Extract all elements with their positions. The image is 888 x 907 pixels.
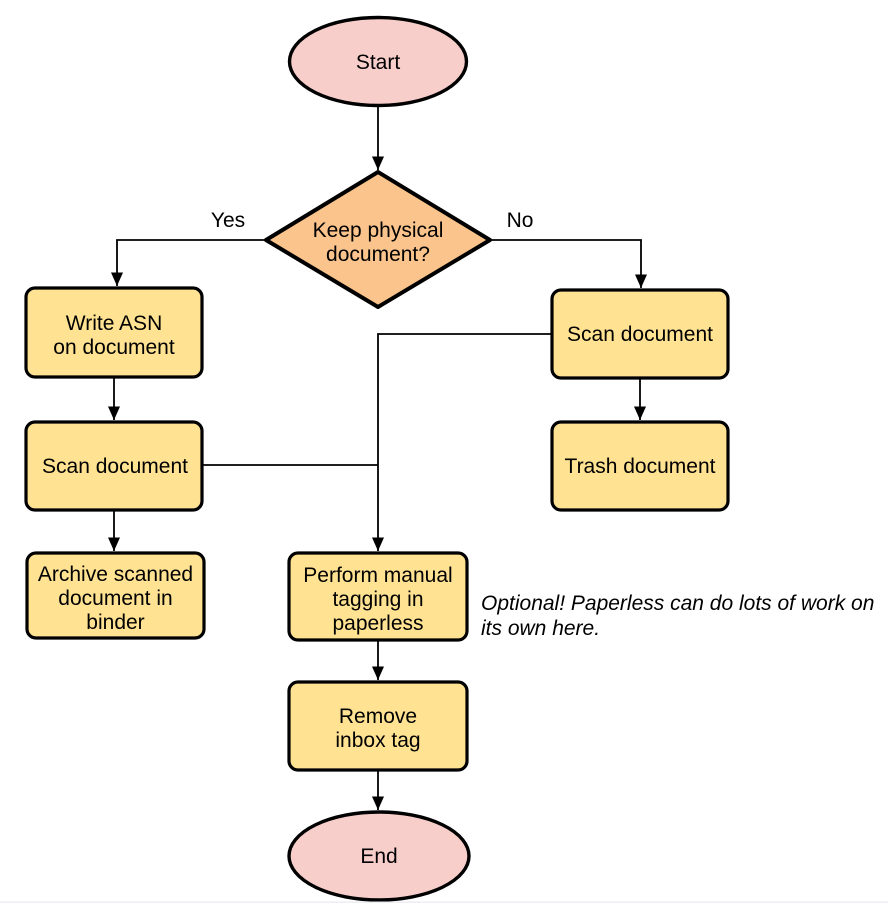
decision-diamond bbox=[264, 170, 492, 309]
edge-decision-yes bbox=[111, 239, 266, 286]
end-ellipse bbox=[287, 810, 471, 902]
node-trash: Trash document bbox=[550, 420, 730, 512]
node-remove-inbox: Remove inbox tag bbox=[287, 680, 469, 772]
perform-tagging-box bbox=[287, 551, 469, 642]
node-decision: Keep physical document? bbox=[264, 170, 492, 309]
node-start: Start bbox=[287, 15, 469, 108]
edges bbox=[108, 105, 647, 810]
archive-box bbox=[25, 551, 206, 640]
node-scan-right-label: Scan document bbox=[567, 323, 713, 346]
node-trash-label: Trash document bbox=[565, 455, 716, 478]
edge-label-no: No bbox=[507, 209, 534, 232]
node-start-label: Start bbox=[356, 51, 401, 74]
node-remove-inbox-label-line1: Remove bbox=[339, 705, 417, 728]
node-perform-tagging-label-line2: tagging in bbox=[332, 588, 423, 611]
write-asn-box bbox=[24, 286, 204, 379]
trash-box bbox=[550, 420, 730, 512]
node-end-label: End bbox=[360, 845, 397, 868]
node-archive-label-line2: document in bbox=[58, 587, 172, 610]
edge-label-yes: Yes bbox=[211, 209, 245, 232]
edge-decision-no bbox=[490, 239, 647, 288]
scan-left-box bbox=[24, 420, 204, 512]
node-scan-right: Scan document bbox=[550, 288, 730, 380]
node-write-asn-label-line2: on document bbox=[53, 336, 175, 359]
node-perform-tagging-label-line1: Perform manual bbox=[303, 564, 452, 587]
annotation-line1: Optional! Paperless can do lots of work … bbox=[481, 592, 874, 615]
node-archive: Archive scanned document in binder bbox=[25, 551, 206, 640]
node-remove-inbox-label-line2: inbox tag bbox=[335, 729, 420, 752]
bottom-rule bbox=[0, 901, 888, 903]
node-decision-label-line1: Keep physical bbox=[313, 219, 444, 242]
node-end: End bbox=[287, 810, 471, 902]
annotation-note: Optional! Paperless can do lots of work … bbox=[481, 592, 874, 640]
node-write-asn-label-line1: Write ASN bbox=[66, 312, 162, 335]
remove-inbox-box bbox=[287, 680, 469, 772]
node-perform-tagging-label-line3: paperless bbox=[332, 612, 423, 635]
node-archive-label-line1: Archive scanned bbox=[38, 563, 193, 586]
node-scan-left: Scan document bbox=[24, 420, 204, 512]
scan-right-box bbox=[550, 288, 730, 380]
node-write-asn: Write ASN on document bbox=[24, 286, 204, 379]
annotation-line2: its own here. bbox=[481, 617, 600, 640]
node-perform-tagging: Perform manual tagging in paperless bbox=[287, 551, 469, 642]
node-scan-left-label: Scan document bbox=[42, 455, 188, 478]
edge-scanright-to-tagging bbox=[372, 333, 552, 551]
start-ellipse bbox=[287, 15, 469, 108]
node-decision-label-line2: document? bbox=[326, 243, 430, 266]
node-archive-label-line3: binder bbox=[86, 611, 144, 634]
